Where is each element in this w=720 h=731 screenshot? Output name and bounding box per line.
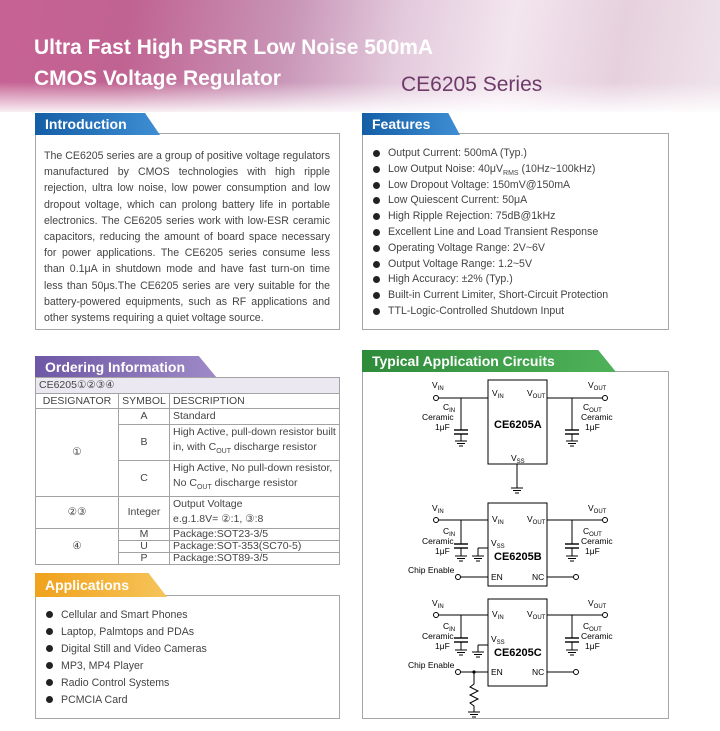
- table-row: ②③ Integer Output Voltage e.g.1.8V= ②:1, …: [35, 495, 340, 529]
- application-item: PCMCIA Card: [43, 692, 333, 709]
- table-row: ① A Standard: [35, 408, 340, 497]
- designator-23: ②③: [35, 495, 119, 529]
- table-row: B High Active, pull-down resistor built i…: [36, 423, 340, 461]
- ordering-header-row: DESIGNATOR SYMBOL DESCRIPTION: [35, 392, 340, 409]
- desc-integer-line2: e.g.1.8V= ②:1, ③:8: [173, 513, 264, 526]
- applications-list: Cellular and Smart Phones Laptop, Palmto…: [43, 607, 333, 709]
- introduction-text: The CE6205 series are a group of positiv…: [44, 150, 330, 325]
- table-row: ④ M Package:SOT23-3/5: [35, 527, 340, 565]
- feature-noise-prefix: Low Output Noise: 40μV: [388, 162, 504, 175]
- series-label: CE6205 Series: [401, 73, 543, 96]
- desc-c: High Active, No pull-down resistor, No CO…: [169, 459, 340, 497]
- symbol-p: P: [118, 551, 170, 565]
- table-row: P Package:SOT89-3/5: [36, 551, 340, 565]
- header-banner: [0, 0, 720, 112]
- application-item: Laptop, Palmtops and PDAs: [43, 624, 333, 641]
- feature-item: Output Voltage Range: 1.2~5V: [370, 257, 665, 273]
- feature-item: High Ripple Rejection: 75dB@1kHz: [370, 209, 665, 225]
- symbol-u: U: [118, 539, 170, 553]
- application-item: MP3, MP4 Player: [43, 658, 333, 675]
- col-symbol: SYMBOL: [118, 392, 170, 409]
- ordering-part-code: CE6205①②③④: [35, 377, 340, 394]
- feature-item: Output Current: 500mA (Typ.): [370, 146, 665, 162]
- applications-box: [35, 595, 340, 719]
- introduction-box: [35, 133, 340, 330]
- feature-item: Built-in Current Limiter, Short-Circuit …: [370, 288, 665, 304]
- desc-p: Package:SOT89-3/5: [169, 551, 340, 565]
- col-designator: DESIGNATOR: [35, 392, 119, 409]
- features-box: [362, 133, 669, 330]
- desc-b-sub: OUT: [216, 448, 231, 456]
- desc-b-post: discharge resistor: [230, 441, 317, 453]
- desc-a: Standard: [169, 408, 340, 425]
- desc-c-post: discharge resistor: [211, 477, 298, 490]
- symbol-a: A: [118, 408, 170, 425]
- col-description: DESCRIPTION: [169, 392, 340, 409]
- table-row: C High Active, No pull-down resistor, No …: [36, 459, 340, 497]
- introduction-heading: Introduction: [35, 113, 160, 135]
- desc-u: Package:SOT-353(SC70-5): [169, 539, 340, 553]
- feature-item: Excellent Line and Load Transient Respon…: [370, 225, 665, 241]
- feature-item: High Accuracy: ±2% (Typ.): [370, 272, 665, 288]
- designator-1: ①: [35, 408, 119, 497]
- desc-b-line1: High Active, pull-down resistor built: [173, 425, 336, 438]
- title-line-1: Ultra Fast High PSRR Low Noise 500mA: [34, 36, 434, 59]
- desc-c-pre: No C: [173, 477, 197, 490]
- application-item: Radio Control Systems: [43, 675, 333, 692]
- circuits-heading: Typical Application Circuits: [362, 350, 616, 372]
- designator-4: ④: [35, 527, 119, 565]
- desc-integer-line1: Output Voltage: [173, 497, 243, 510]
- desc-c-line1: High Active, No pull-down resistor,: [173, 461, 333, 474]
- symbol-b: B: [118, 423, 170, 461]
- ordering-heading: Ordering Information: [35, 356, 217, 378]
- feature-item: Low Quiescent Current: 50μA: [370, 193, 665, 209]
- feature-item: Low Dropout Voltage: 150mV@150mA: [370, 178, 665, 194]
- applications-heading: Applications: [35, 573, 167, 597]
- symbol-integer: Integer: [118, 495, 170, 529]
- feature-noise-suffix: (10Hz~100kHz): [518, 162, 596, 175]
- desc-integer: Output Voltage e.g.1.8V= ②:1, ③:8: [169, 495, 340, 529]
- ordering-part-row: CE6205①②③④: [35, 377, 340, 394]
- features-list: Output Current: 500mA (Typ.) Low Output …: [370, 146, 665, 320]
- application-item: Cellular and Smart Phones: [43, 607, 333, 624]
- desc-c-sub: OUT: [196, 484, 212, 492]
- desc-b-pre: in, with C: [173, 441, 217, 453]
- ordering-table: CE6205①②③④ DESIGNATOR SYMBOL DESCRIPTION…: [35, 377, 340, 565]
- features-heading: Features: [362, 113, 460, 135]
- symbol-c: C: [118, 459, 170, 497]
- feature-item-noise: Low Output Noise: 40μVRMS (10Hz~100kHz): [370, 162, 665, 178]
- symbol-m: M: [118, 527, 170, 541]
- feature-item: TTL-Logic-Controlled Shutdown Input: [370, 304, 665, 320]
- title-line-2: CMOS Voltage Regulator: [34, 67, 281, 90]
- circuits-box: [362, 371, 669, 719]
- feature-noise-sub: RMS: [503, 169, 519, 177]
- page-title: Ultra Fast High PSRR Low Noise 500mA CMO…: [34, 32, 433, 94]
- feature-item: Operating Voltage Range: 2V~6V: [370, 241, 665, 257]
- application-item: Digital Still and Video Cameras: [43, 641, 333, 658]
- desc-m: Package:SOT23-3/5: [169, 527, 340, 541]
- desc-b: High Active, pull-down resistor built in,…: [169, 423, 340, 461]
